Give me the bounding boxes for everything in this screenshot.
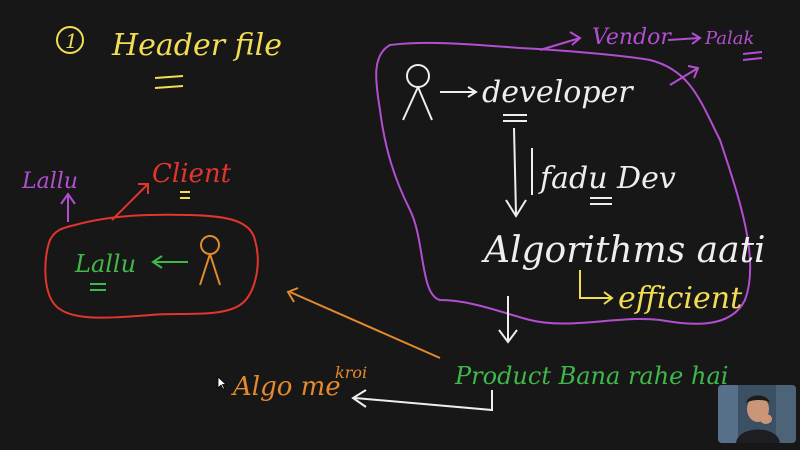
efficient-arrowhead bbox=[603, 291, 614, 305]
vendor-to-palak-arrowhead bbox=[691, 32, 702, 45]
client-inner-arrowhead bbox=[151, 255, 163, 269]
webcam-video bbox=[718, 385, 796, 443]
vendor-arrowhead bbox=[569, 31, 582, 46]
client-label: Client bbox=[152, 159, 232, 189]
cloud-arrow bbox=[669, 67, 699, 86]
product-to-client-arrowhead bbox=[286, 287, 299, 303]
product-arrowhead bbox=[498, 329, 518, 344]
presenter-avatar-icon bbox=[718, 385, 796, 443]
product-to-client-arrow bbox=[289, 291, 441, 359]
lallu-inner-label: Lallu bbox=[74, 250, 136, 278]
vendor-label: Vendor bbox=[592, 25, 672, 50]
palak-label: Palak bbox=[704, 28, 754, 49]
algo-arrow bbox=[354, 390, 493, 412]
developer-label: developer bbox=[482, 75, 634, 110]
client-arrowhead bbox=[138, 183, 149, 194]
developer-arrowhead bbox=[467, 86, 478, 98]
client-figure bbox=[199, 235, 221, 286]
kroi-label: kroi bbox=[335, 363, 367, 382]
palak-underline bbox=[742, 51, 763, 55]
number-circle bbox=[56, 26, 84, 54]
efficient-label: efficient bbox=[618, 281, 743, 316]
efficient-arrow bbox=[579, 270, 612, 299]
heading-number: 1 bbox=[65, 29, 78, 53]
developer-figure bbox=[402, 64, 433, 121]
client-arrow bbox=[111, 183, 149, 221]
cloud-arrowhead bbox=[687, 65, 700, 79]
heading-title: Header file bbox=[111, 28, 282, 63]
lallu-top-label: Lallu bbox=[21, 169, 78, 194]
title-underline bbox=[154, 75, 184, 79]
down-arrow bbox=[513, 127, 517, 215]
vendor-arrow bbox=[539, 37, 581, 51]
palak-underline bbox=[742, 57, 763, 61]
down-arrowhead bbox=[505, 199, 527, 218]
client-cloud bbox=[44, 213, 259, 319]
fadu-dev-label: fadu Dev bbox=[538, 161, 676, 196]
algorithms-label: Algorithms aati bbox=[481, 230, 766, 271]
lallu-up-arrowhead bbox=[60, 192, 76, 205]
product-label: Product Bana rahe hai bbox=[454, 362, 728, 390]
vendor-to-palak-arrow bbox=[667, 37, 701, 41]
algo-label: Algo me bbox=[231, 372, 341, 402]
algo-arrowhead bbox=[351, 389, 367, 408]
title-underline bbox=[154, 85, 184, 89]
vendor-cloud bbox=[375, 41, 752, 325]
mouse-cursor-icon bbox=[217, 376, 227, 390]
